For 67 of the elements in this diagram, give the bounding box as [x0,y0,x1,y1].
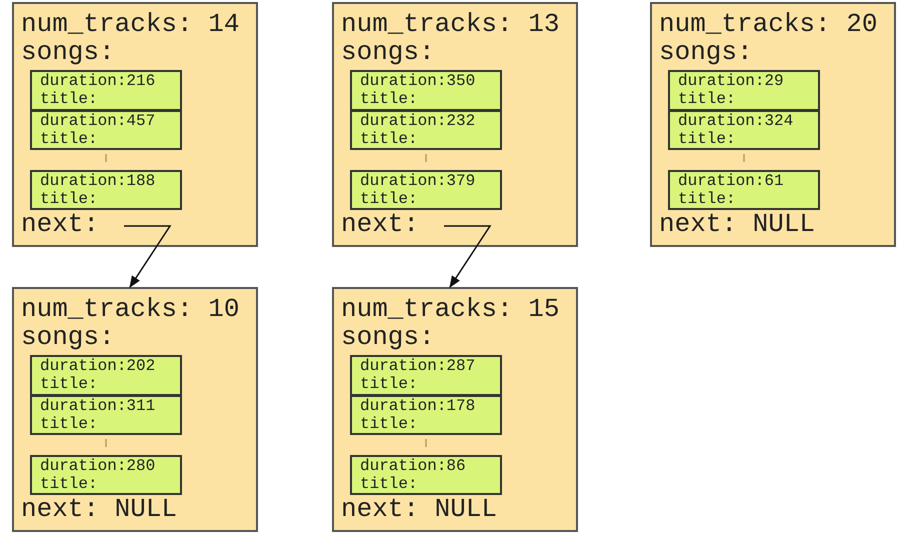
song-box [30,170,182,210]
duration-field: duration:350 [360,73,476,90]
struct-box [12,2,258,247]
title-field: title: [678,191,736,208]
next-field: next: NULL [659,210,816,238]
next-field: next: [341,210,420,238]
songs-label: songs: [21,38,115,66]
songs-label: songs: [21,323,115,351]
title-field: title: [360,376,418,393]
song-box [350,170,502,210]
num-tracks-field: num_tracks: 14 [21,10,240,38]
num-tracks-field: num_tracks: 15 [341,295,560,323]
song-box [350,455,502,495]
title-field: title: [360,191,418,208]
num-tracks-field: num_tracks: 20 [659,10,878,38]
song-box [668,110,820,150]
arrow [443,225,492,288]
song-box [30,355,182,396]
song-box [350,395,502,435]
next-field: next: NULL [341,495,498,523]
next-field: next: [21,210,100,238]
songs-label: songs: [341,38,435,66]
title-field: title: [40,191,98,208]
song-box [350,70,502,111]
song-box [30,395,182,435]
duration-field: duration:61 [678,173,784,190]
title-field: title: [360,476,418,493]
duration-field: duration:178 [360,398,476,415]
title-field: title: [40,476,98,493]
title-field: title: [360,416,418,433]
title-field: title: [360,91,418,108]
duration-field: duration:311 [40,398,156,415]
song-box [350,110,502,150]
duration-field: duration:379 [360,173,476,190]
duration-field: duration:457 [40,113,156,130]
struct-box [332,287,578,532]
duration-field: duration:29 [678,73,784,90]
duration-field: duration:324 [678,113,794,130]
duration-field: duration:216 [40,73,156,90]
title-field: title: [360,131,418,148]
title-field: title: [678,91,736,108]
struct-box [332,2,578,247]
song-box [668,170,820,210]
struct-box [12,287,258,532]
duration-field: duration:86 [360,458,466,475]
num-tracks-field: num_tracks: 13 [341,10,560,38]
songs-label: songs: [341,323,435,351]
title-field: title: [40,416,98,433]
next-field: next: NULL [21,495,178,523]
title-field: title: [40,131,98,148]
duration-field: duration:202 [40,358,156,375]
song-box [30,110,182,150]
duration-field: duration:280 [40,458,156,475]
title-field: title: [40,376,98,393]
duration-field: duration:232 [360,113,476,130]
title-field: title: [678,131,736,148]
arrow [123,225,172,288]
num-tracks-field: num_tracks: 10 [21,295,240,323]
song-box [30,70,182,111]
song-box [350,355,502,396]
songs-label: songs: [659,38,753,66]
duration-field: duration:188 [40,173,156,190]
song-box [30,455,182,495]
struct-box [650,2,896,247]
song-box [668,70,820,111]
duration-field: duration:287 [360,358,476,375]
title-field: title: [40,91,98,108]
